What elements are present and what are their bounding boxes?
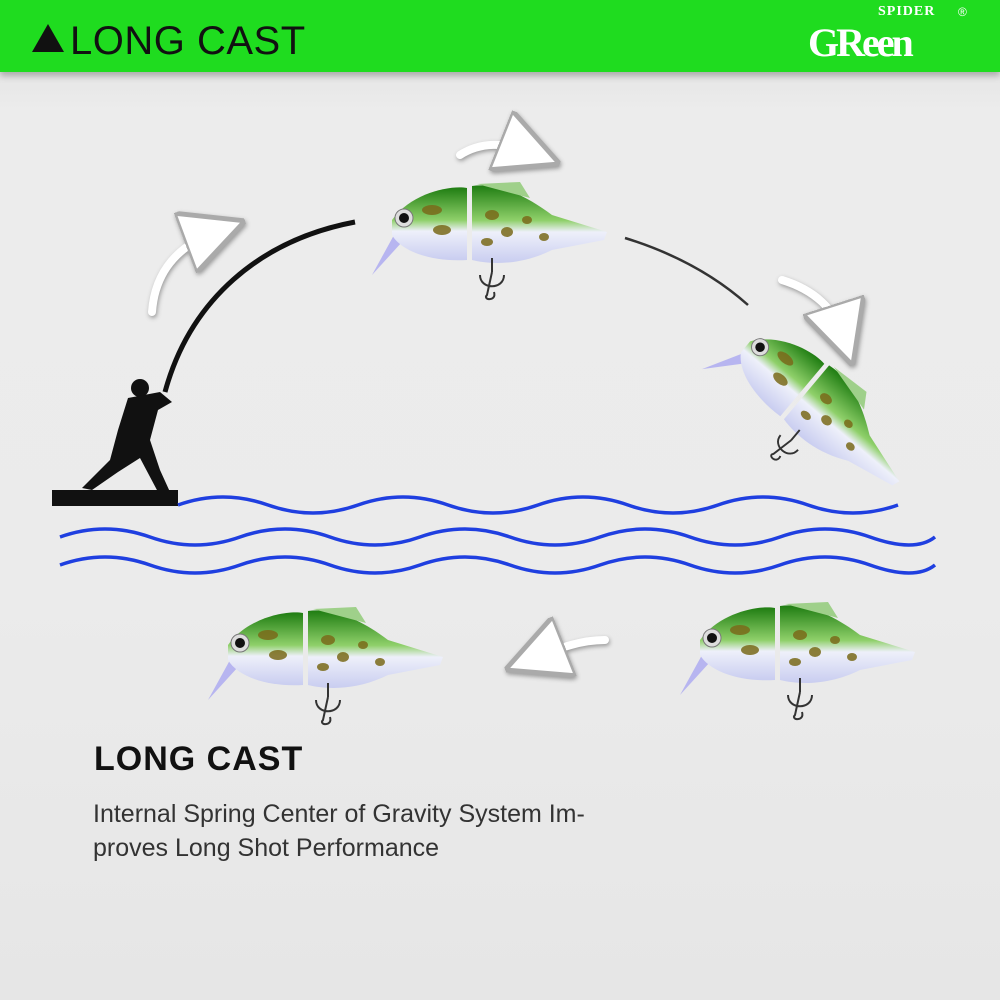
fishing-lure (686, 300, 931, 532)
logo-sub: SPIDER (878, 4, 936, 19)
fishing-lure (679, 601, 916, 721)
triangle-icon (32, 24, 64, 52)
feature-title: LONG CAST (94, 740, 304, 778)
water-waves (59, 495, 937, 575)
header-bar: LONG CAST SPIDER ® GReen (0, 0, 1000, 72)
logo-registered: ® (958, 5, 967, 19)
description-line-1: Internal Spring Center of Gravity System… (93, 800, 585, 828)
fishing-rod (162, 219, 356, 393)
brand-logo: SPIDER ® GReen (808, 4, 988, 68)
fishing-line (624, 236, 749, 306)
fisherman-silhouette (52, 379, 178, 506)
fishing-lure (207, 606, 444, 726)
description-line-2: proves Long Shot Performance (93, 834, 440, 862)
header-title-text: LONG CAST (70, 19, 306, 63)
fishing-lure (371, 181, 608, 301)
curved-arrow-icon (148, 145, 843, 658)
logo-main: GReen (808, 20, 914, 65)
feature-description: Internal Spring Center of Gravity System… (93, 797, 585, 865)
header-title: LONG CAST (32, 18, 306, 64)
